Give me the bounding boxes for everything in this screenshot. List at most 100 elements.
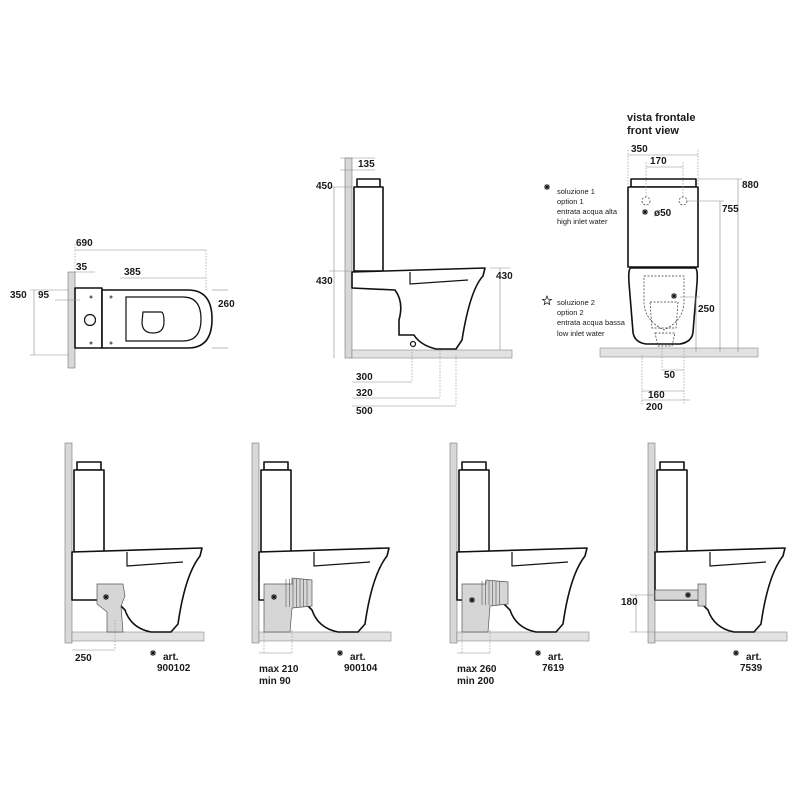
dim-value: min 200 [457, 676, 495, 687]
install-wall [449, 442, 458, 644]
install-bowl [456, 547, 588, 633]
art-label: art. [350, 652, 366, 663]
install-bowl [71, 547, 203, 633]
plan-view: 690 35 385 350 95 260 [10, 238, 235, 369]
plan-seat-hole [141, 311, 165, 334]
install-tank [656, 469, 688, 553]
install-variant: art.900102 250 [64, 442, 205, 674]
side-wall [344, 157, 353, 359]
dim-value: 180 [621, 597, 638, 608]
art-number: 900102 [157, 663, 191, 674]
install-tank-cap [659, 461, 685, 471]
art-number: 7539 [740, 663, 763, 674]
option2-line2: option 2 [557, 308, 584, 317]
dim-755: 755 [722, 204, 739, 215]
asterisk-icon [544, 184, 550, 190]
pipe-connector [461, 579, 509, 633]
install-tank [73, 469, 105, 553]
option1-line4: high inlet water [557, 217, 608, 226]
install-tank [458, 469, 490, 553]
plan-tank [74, 287, 103, 349]
front-view: vista frontale front view [541, 112, 759, 413]
art-label: art. [548, 652, 564, 663]
dim-430-left: 430 [316, 276, 333, 287]
dim-pipe: ø50 [654, 208, 672, 219]
option1-line1: soluzione 1 [557, 187, 595, 196]
option2-line1: soluzione 2 [557, 298, 595, 307]
dim-430-right: 430 [496, 271, 513, 282]
front-view-title-en: front view [627, 125, 679, 137]
dim-50: 50 [664, 370, 676, 381]
side-view: 135 450 430 430 300 320 500 [316, 157, 513, 417]
option1-line3: entrata acqua alta [557, 207, 618, 216]
install-tank [260, 469, 292, 553]
asterisk-icon [535, 650, 541, 656]
dim-95: 95 [38, 290, 50, 301]
side-bowl [351, 267, 486, 350]
art-label: art. [163, 652, 179, 663]
asterisk-icon [685, 592, 691, 598]
asterisk-icon [337, 650, 343, 656]
option2-line3: entrata acqua bassa [557, 318, 626, 327]
dim-500: 500 [356, 406, 373, 417]
side-tank [353, 186, 384, 272]
dim-300: 300 [356, 372, 373, 383]
install-wall [647, 442, 656, 644]
side-tank-cap [356, 178, 381, 188]
option1-line2: option 1 [557, 197, 584, 206]
install-variant: art.7539 180 [621, 442, 788, 674]
front-tank-cap [630, 178, 697, 188]
pipe-connector [96, 583, 126, 633]
install-tank-cap [76, 461, 102, 471]
dim-value: min 90 [259, 676, 291, 687]
pipe-connector [263, 577, 313, 633]
dim-35: 35 [76, 262, 88, 273]
install-tank-cap [263, 461, 289, 471]
dim-170: 170 [650, 156, 667, 167]
asterisk-icon [103, 594, 109, 600]
asterisk-icon [469, 597, 475, 603]
dim-value: max 210 [259, 664, 299, 675]
plan-wall [67, 271, 76, 369]
plan-flush-button [83, 313, 97, 327]
install-floor [654, 631, 788, 642]
option2-line4: low inlet water [557, 329, 605, 338]
front-bowl [627, 267, 699, 345]
dim-value: 250 [75, 653, 92, 664]
side-floor [351, 349, 513, 359]
dim-250-front: 250 [698, 304, 715, 315]
dim-320: 320 [356, 388, 373, 399]
dim-690: 690 [76, 238, 93, 249]
asterisk-icon [642, 209, 648, 215]
front-tank [627, 186, 699, 268]
front-floor [599, 347, 759, 358]
dim-450: 450 [316, 181, 333, 192]
asterisk-icon [671, 293, 677, 299]
dim-350-front: 350 [631, 144, 648, 155]
asterisk-icon [271, 594, 277, 600]
plan-bowl [101, 289, 213, 349]
dim-160: 160 [648, 390, 665, 401]
star-outline-icon [541, 294, 553, 306]
dim-880: 880 [742, 180, 759, 191]
art-number: 900104 [344, 663, 378, 674]
asterisk-icon [733, 650, 739, 656]
install-floor [71, 631, 205, 642]
art-label: art. [746, 652, 762, 663]
dim-value: max 260 [457, 664, 497, 675]
front-view-title-it: vista frontale [627, 112, 695, 124]
install-bowl [258, 547, 390, 633]
dim-200: 200 [646, 402, 663, 413]
dim-385: 385 [124, 267, 141, 278]
install-floor [258, 631, 392, 642]
install-tank-cap [461, 461, 487, 471]
asterisk-icon [150, 650, 156, 656]
install-wall [64, 442, 73, 644]
plan-bowl-inner [125, 296, 202, 342]
install-bowl [654, 547, 786, 633]
dim-135: 135 [358, 159, 375, 170]
